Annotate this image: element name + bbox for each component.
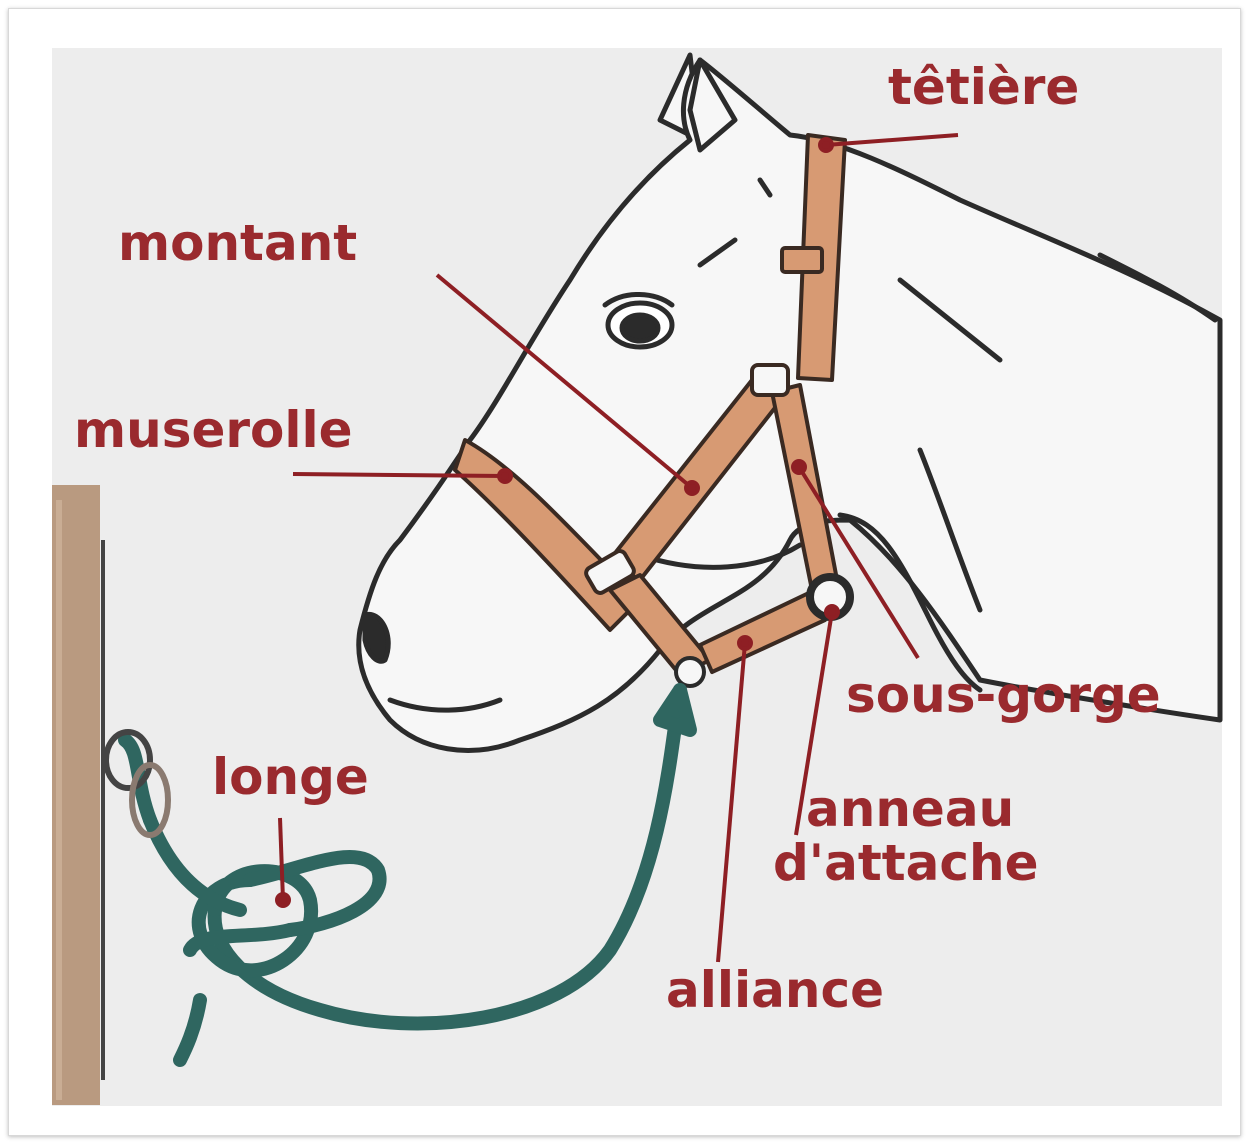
tie-post-illustration [52,485,103,1105]
leader-line-muserolle [293,474,505,476]
leader-line-alliance [718,643,745,962]
label-tetiere: têtière [888,62,1079,112]
label-anneau-line1: anneau [806,784,1014,834]
lead-rope-knot-illustration [125,690,690,1060]
label-alliance: alliance [666,965,884,1015]
label-muserolle: muserolle [74,405,353,455]
leader-line-longe [280,818,283,900]
label-longe: longe [212,752,369,802]
label-anneau-line2: d'attache [773,838,1039,888]
label-sous-gorge: sous-gorge [846,670,1161,720]
label-montant: montant [118,218,357,268]
